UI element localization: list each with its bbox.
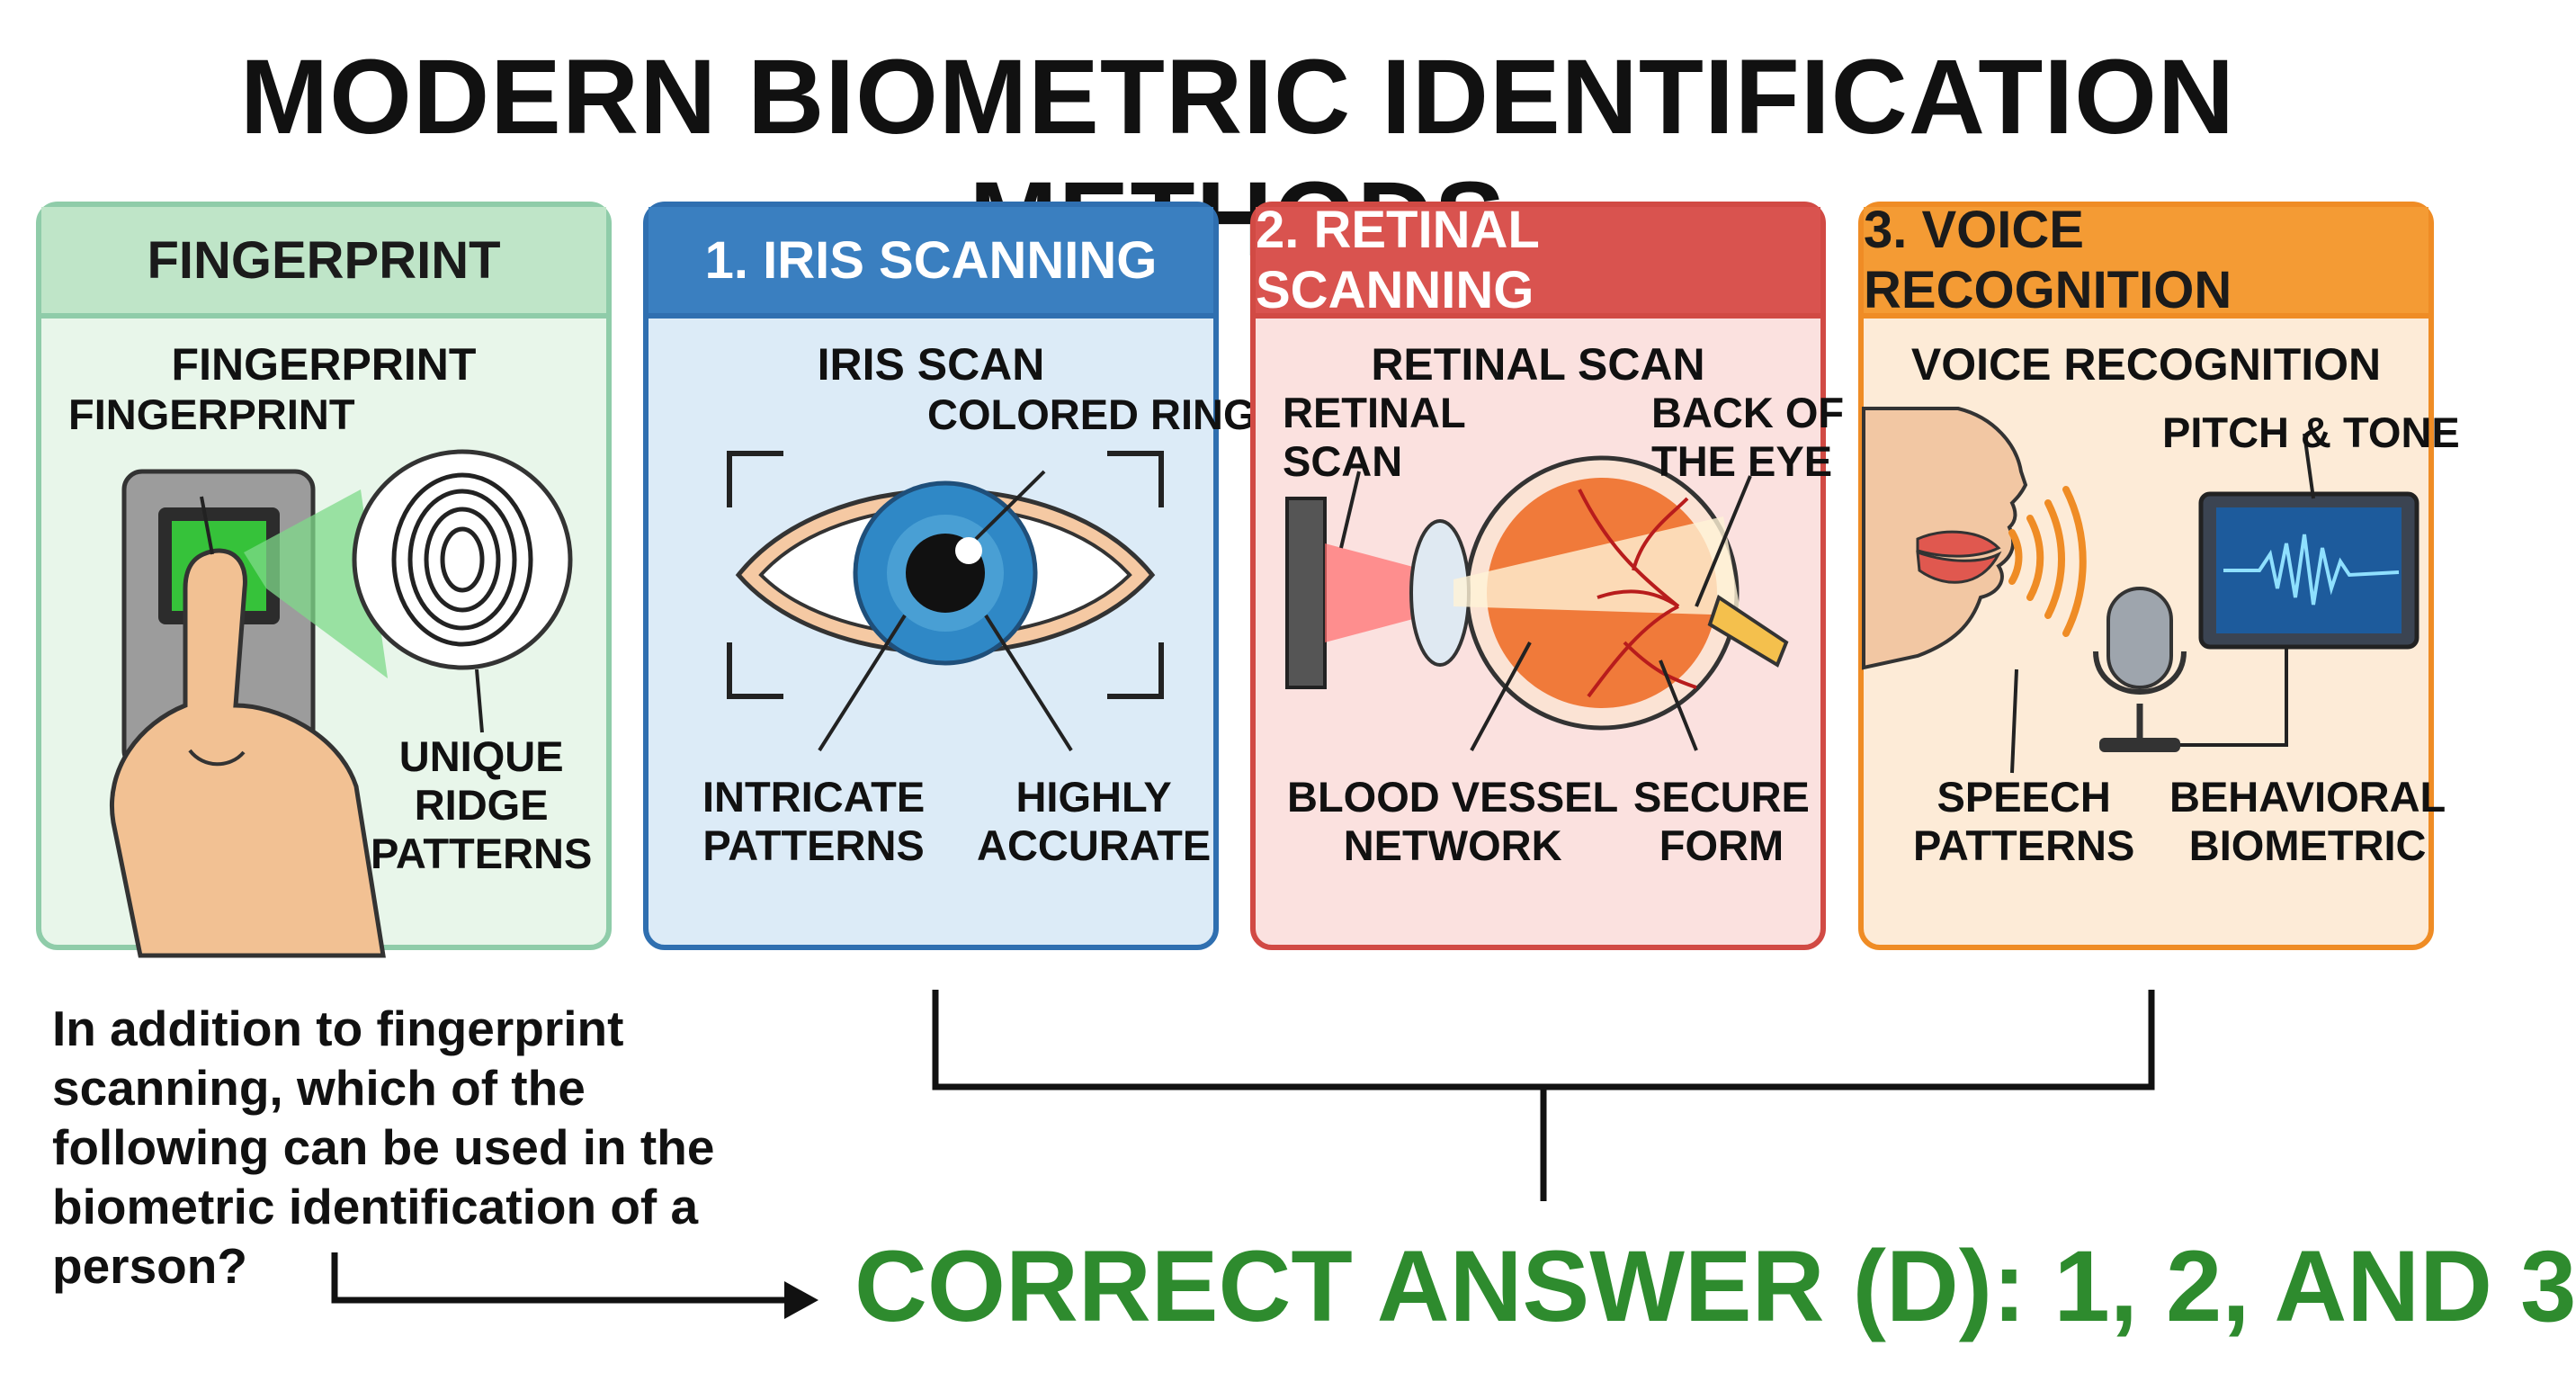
speech-patterns-label: SPEECH PATTERNS [1913,773,2135,869]
colored-ring-label: COLORED RING [927,390,1257,438]
retinal-scan-label: RETINAL SCAN [1283,389,1466,485]
fingerprint-subtitle: FINGERPRINT [171,339,477,390]
iris-panel-body: IRIS SCAN COLORED RING INTRICATE PATTERN… [648,319,1257,956]
iris-scanning-panel: 1. IRIS SCANNING IRIS SCAN COLORED RING … [643,202,1257,950]
correct-answer: CORRECT ANSWER (D): 1, 2, AND 3 [854,1230,2576,1342]
retinal-panel-header: 2. RETINAL SCANNING [1256,201,1820,319]
retinal-subtitle: RETINAL SCAN [1371,339,1705,390]
blood-vessel-network-label: BLOOD VESSEL NETWORK [1287,773,1619,869]
unique-ridge-patterns-label: UNIQUE RIDGE PATTERNS [371,732,593,877]
fingerprint-label: FINGERPRINT [68,390,355,438]
highly-accurate-label: HIGHLY ACCURATE [977,773,1212,869]
intricate-patterns-label: INTRICATE PATTERNS [702,773,926,869]
retinal-panel-body: RETINAL SCAN RETINAL SCAN BACK OF THE EY… [1256,319,1844,956]
waveform-monitor-icon [2198,491,2419,650]
arrow-head-icon [784,1281,818,1319]
fingerprint-panel-body: FINGERPRINT FINGERPRINT UNIQUE RIDGE PAT… [41,319,606,958]
eye-icon [727,451,1164,752]
back-of-the-eye-label: BACK OF THE EYE [1651,389,1845,485]
microphone-icon [2093,587,2187,752]
secure-form-label: SECURE FORM [1633,773,1810,869]
retinal-scanning-panel: 2. RETINAL SCANNING RETINAL SCAN RETINAL… [1250,201,1844,950]
fingerprint-scanner-icon [110,449,573,958]
voice-recognition-panel: 3. VOICE RECOGNITION VOICE RECOGNITION [1858,201,2460,950]
iris-subtitle: IRIS SCAN [817,339,1045,390]
answer-connector [331,990,2155,1319]
eye-cross-section-icon [1285,455,1789,751]
fingerprint-panel-header: FINGERPRINT [41,207,606,319]
fingerprint-panel: FINGERPRINT FINGERPRINT FINGERPRINT [36,202,612,958]
iris-panel-header: 1. IRIS SCANNING [648,207,1213,319]
voice-illustration [1862,407,2419,774]
voice-panel-body: VOICE RECOGNITION [1862,319,2460,956]
voice-subtitle: VOICE RECOGNITION [1910,339,2382,390]
behavioral-biometric-label: BEHAVIORAL BIOMETRIC [2169,773,2446,869]
voice-panel-header: 3. VOICE RECOGNITION [1864,201,2428,319]
pitch-and-tone-label: PITCH & TONE [2162,408,2460,456]
question-text: In addition to fingerprint scanning, whi… [52,1001,715,1294]
